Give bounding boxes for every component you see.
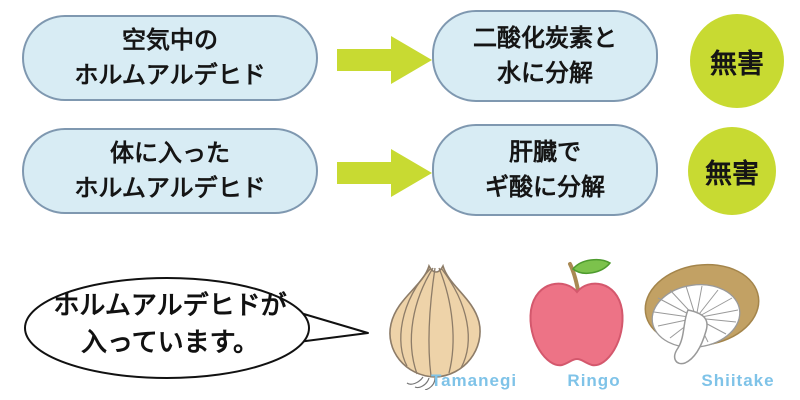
shiitake-illustration: [644, 263, 760, 365]
source-box-body-line1: 体に入った: [110, 139, 230, 167]
result-box-formic-line2: ギ酸に分解: [485, 173, 605, 201]
harmless-badge-2-label: 無害: [705, 158, 759, 190]
shiitake-label: Shiitake: [701, 371, 775, 390]
harmless-badge-1: 無害: [690, 14, 784, 108]
right-arrow-icon: [337, 36, 432, 84]
harmless-badge-1-label: 無害: [710, 48, 764, 80]
result-box-formic-line1: 肝臓で: [509, 138, 581, 166]
onion-illustration: [389, 263, 481, 390]
speech-bubble-text: ホルムアルデヒドが 入っています。: [30, 288, 310, 362]
source-box-air-line1: 空気中の: [122, 26, 218, 54]
speech-bubble: [24, 277, 369, 379]
result-box-co2-water: 二酸化炭素と 水に分解: [432, 10, 658, 102]
apple-label: Ringo: [567, 371, 621, 390]
result-box-formic-acid: 肝臓で ギ酸に分解: [432, 124, 658, 216]
speech-bubble-line2: 入っています。: [80, 328, 260, 358]
result-box-co2-line2: 水に分解: [497, 59, 593, 87]
source-box-body: 体に入った ホルムアルデヒド: [22, 128, 318, 214]
right-arrow-icon: [337, 149, 432, 197]
harmless-badge-2: 無害: [688, 127, 776, 215]
source-box-air: 空気中の ホルムアルデヒド: [22, 15, 318, 101]
speech-bubble-line1: ホルムアルデヒドが: [53, 291, 287, 321]
result-box-co2-line1: 二酸化炭素と: [473, 24, 617, 52]
onion-label: Tamanegi: [430, 371, 518, 390]
apple-illustration: [529, 258, 624, 367]
source-box-air-line2: ホルムアルデヒド: [74, 61, 266, 89]
source-box-body-line2: ホルムアルデヒド: [74, 174, 266, 202]
